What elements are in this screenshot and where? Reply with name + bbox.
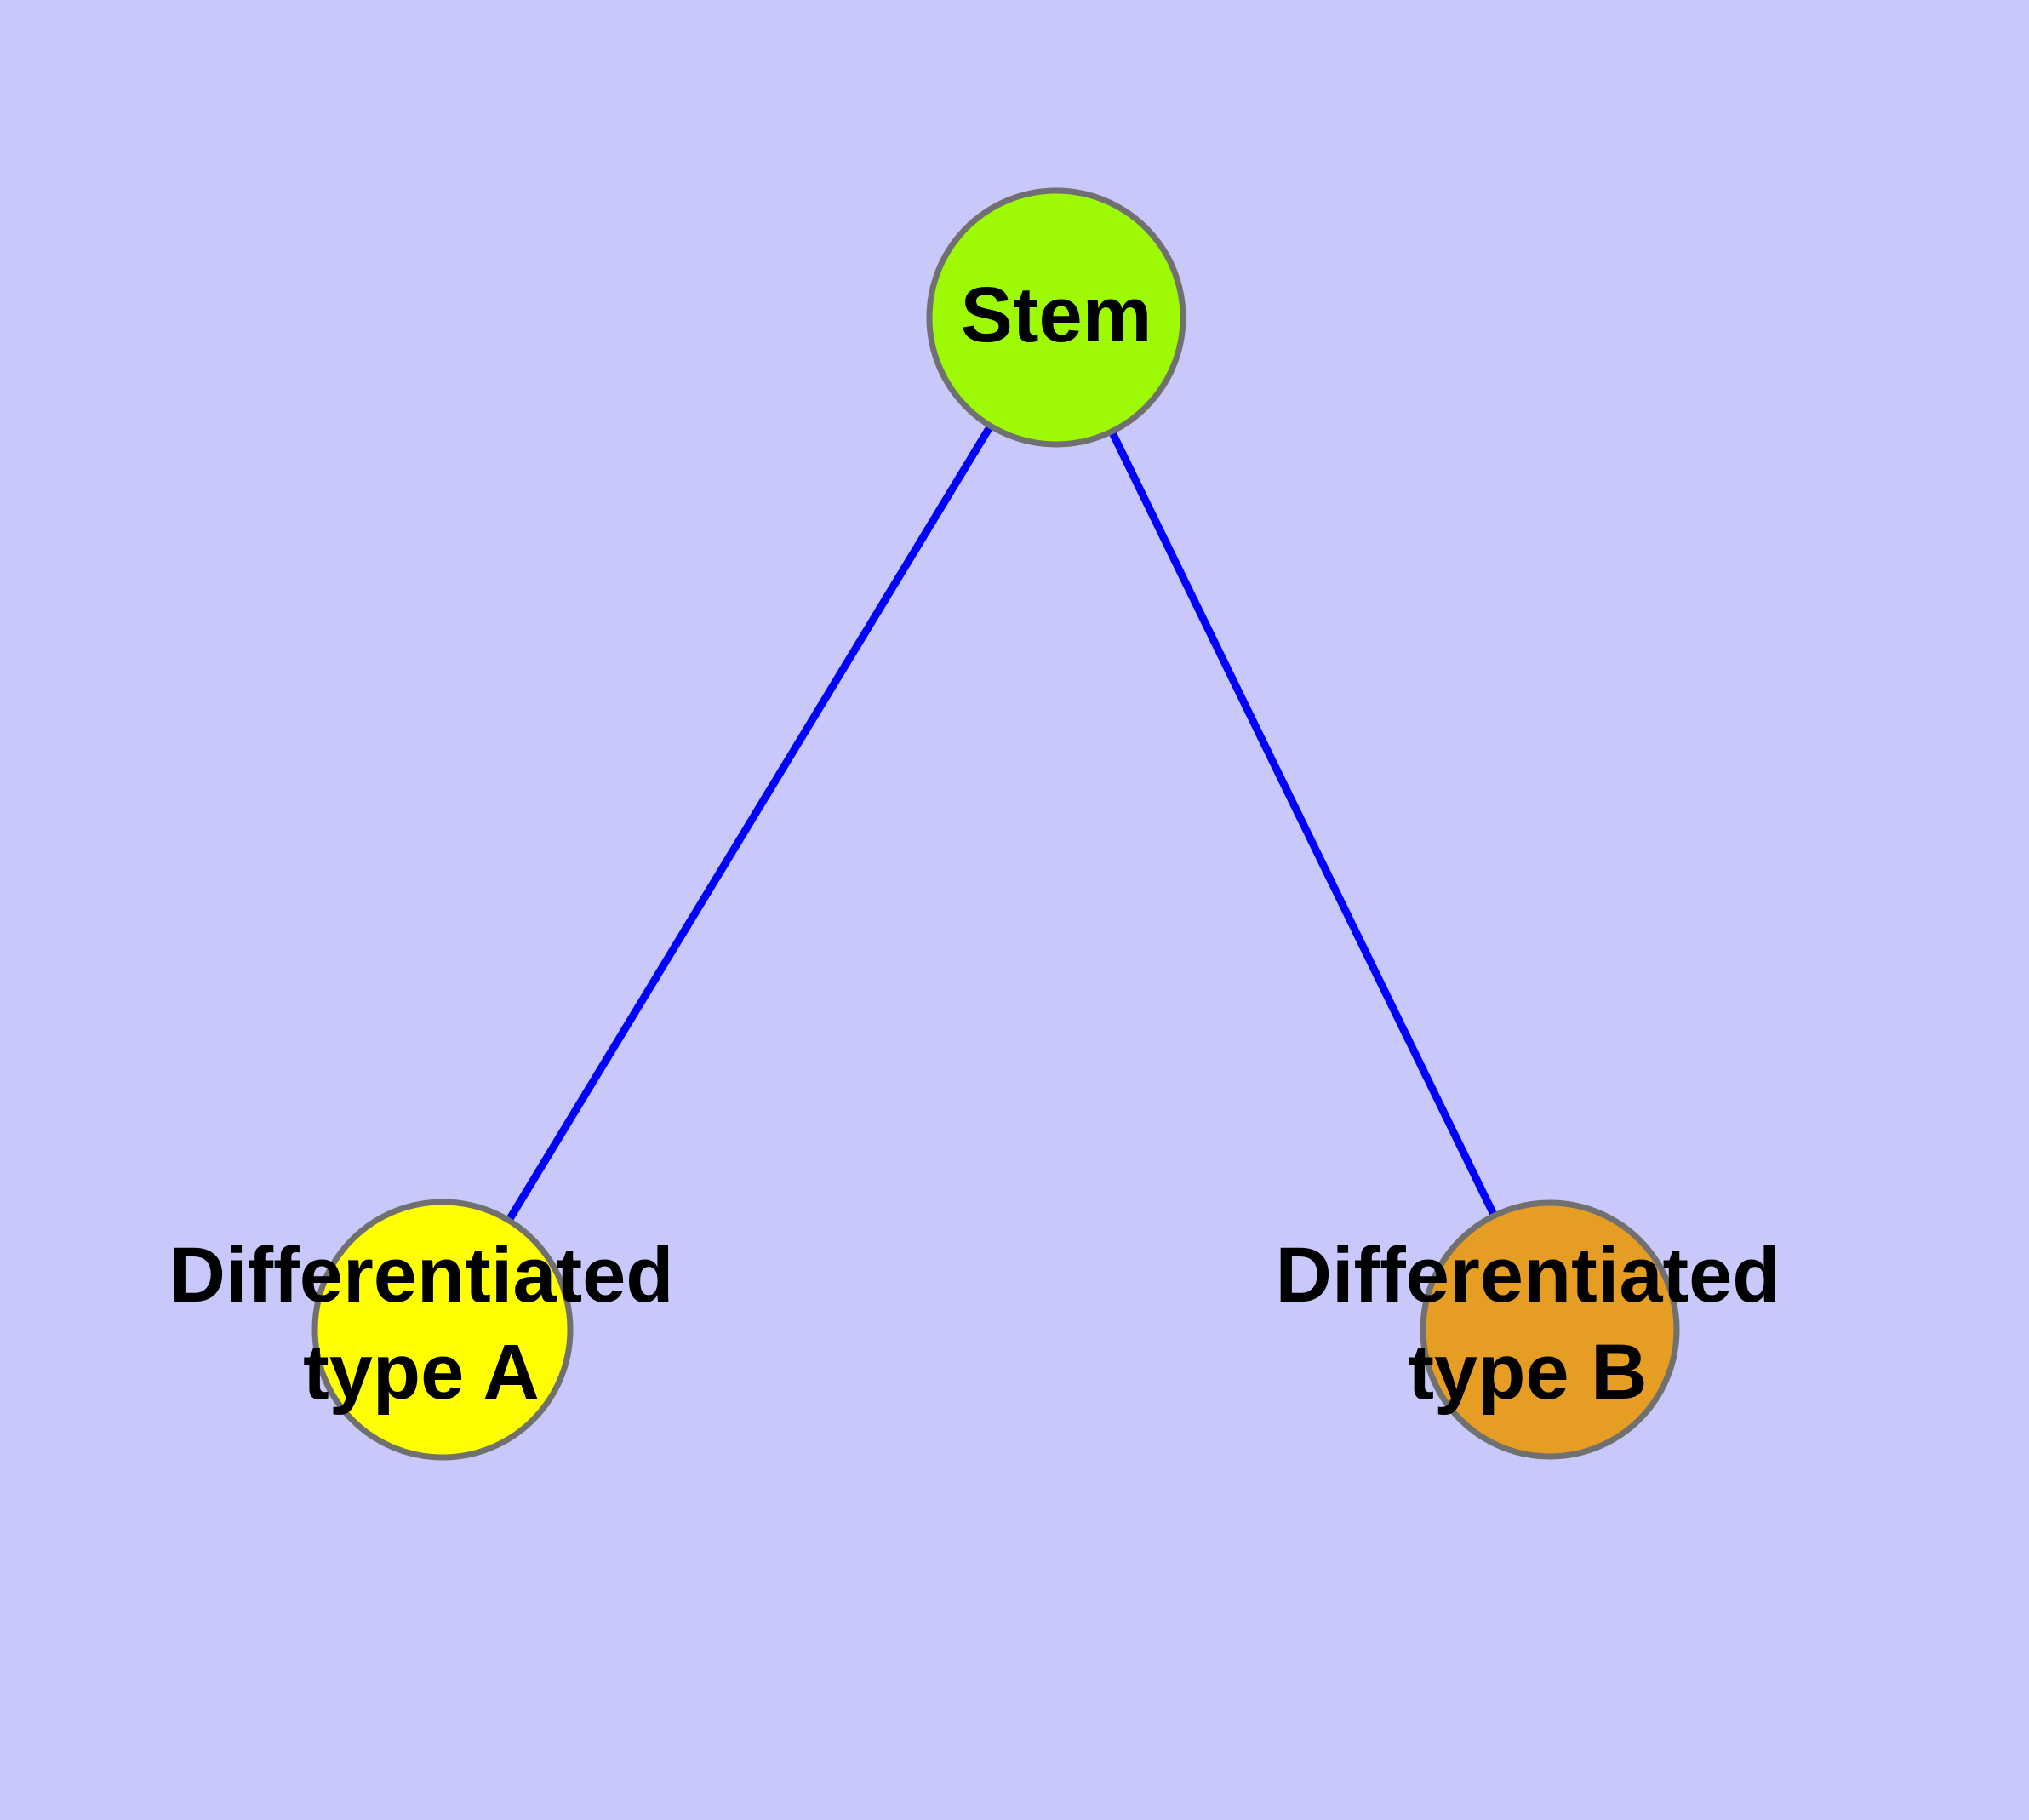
node-label-line: Stem xyxy=(961,272,1152,358)
node-label-diff_a: Differentiated type A xyxy=(169,1232,674,1416)
graph-node-diff_a[interactable] xyxy=(311,1199,574,1461)
graph-edge[interactable] xyxy=(1108,429,1498,1218)
node-label-line: type B xyxy=(1408,1329,1647,1416)
edges-layer xyxy=(505,424,1498,1223)
graph-edge[interactable] xyxy=(505,424,994,1223)
graph-node-diff_b[interactable] xyxy=(1420,1199,1680,1460)
node-label-line: Differentiated xyxy=(1276,1232,1780,1319)
graph-node-stem[interactable] xyxy=(926,187,1186,448)
node-label-line: Differentiated xyxy=(169,1232,674,1319)
node-label-line: type A xyxy=(303,1329,540,1416)
nodes-layer xyxy=(311,187,1680,1461)
node-label-stem: Stem xyxy=(961,272,1152,358)
node-label-diff_b: Differentiated type B xyxy=(1276,1232,1780,1416)
